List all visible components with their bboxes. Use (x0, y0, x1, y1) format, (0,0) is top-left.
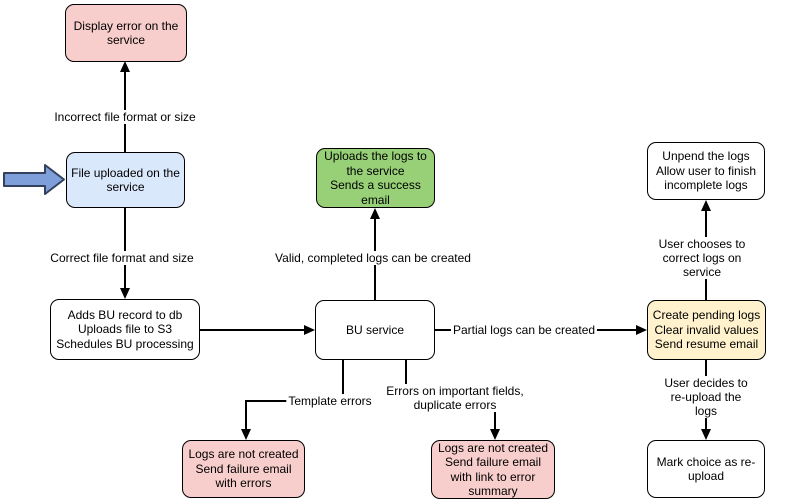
node-label: Adds BU record to db Uploads file to S3 … (56, 307, 194, 351)
edge-label-important-fields-errors: Errors on important fields, duplicate er… (384, 384, 526, 412)
edge-service-fields-v2 (494, 398, 496, 430)
node-label: BU service (345, 322, 404, 337)
node-mark-choice-reupload: Mark choice as re- upload (647, 440, 765, 498)
edge-adds-bu-to-service (200, 329, 305, 331)
arrowhead-up (120, 61, 130, 72)
edge-label-correct-file: Correct file format and size (48, 251, 196, 265)
node-label: Display error on the service (73, 18, 179, 48)
node-label: Logs are not created Send failure email … (437, 440, 549, 499)
node-label: Mark choice as re- upload (656, 454, 756, 484)
node-file-uploaded: File uploaded on the service (66, 152, 185, 208)
node-label: Unpend the logs Allow user to finish inc… (655, 149, 757, 193)
node-create-pending-logs: Create pending logs Clear invalid values… (647, 300, 766, 360)
edge-label-incorrect-file: Incorrect file format or size (52, 110, 198, 124)
edge-service-fields-v1 (405, 360, 407, 399)
arrowhead-down (120, 288, 130, 299)
node-display-error: Display error on the service (65, 4, 187, 62)
arrowhead-right (304, 325, 315, 335)
arrowhead-down (241, 429, 251, 440)
edge-service-template-v2 (245, 400, 247, 430)
edge-upload-to-adds-bu (124, 208, 126, 289)
node-logs-not-created-errors: Logs are not created Send failure email … (182, 440, 305, 498)
node-adds-bu-record: Adds BU record to db Uploads file to S3 … (50, 299, 200, 360)
node-label: Uploads the logs to the service Sends a … (324, 149, 427, 207)
arrowhead-up (701, 200, 711, 211)
arrowhead-up (370, 208, 380, 219)
edge-label-user-chooses: User chooses to correct logs on service (652, 237, 752, 279)
node-uploads-logs-success: Uploads the logs to the service Sends a … (316, 148, 435, 208)
edge-label-template-errors: Template errors (286, 394, 374, 408)
start-arrow-icon (3, 164, 65, 195)
arrowhead-right (636, 325, 647, 335)
arrowhead-down (701, 429, 711, 440)
edge-label-partial-logs: Partial logs can be created (450, 323, 598, 337)
node-label: Logs are not created Send failure email … (188, 447, 299, 491)
edge-label-user-decides: User decides to re-upload the logs (658, 376, 754, 418)
arrowhead-down (490, 429, 500, 440)
node-label: Create pending logs Clear invalid values… (652, 308, 761, 352)
edge-service-template-v1 (342, 360, 344, 401)
node-label: File uploaded on the service (71, 165, 180, 195)
node-bu-service: BU service (315, 300, 435, 360)
node-unpend-logs: Unpend the logs Allow user to finish inc… (647, 142, 765, 200)
edge-label-valid-logs: Valid, completed logs can be created (273, 251, 473, 265)
node-logs-not-created-summary: Logs are not created Send failure email … (431, 440, 555, 499)
